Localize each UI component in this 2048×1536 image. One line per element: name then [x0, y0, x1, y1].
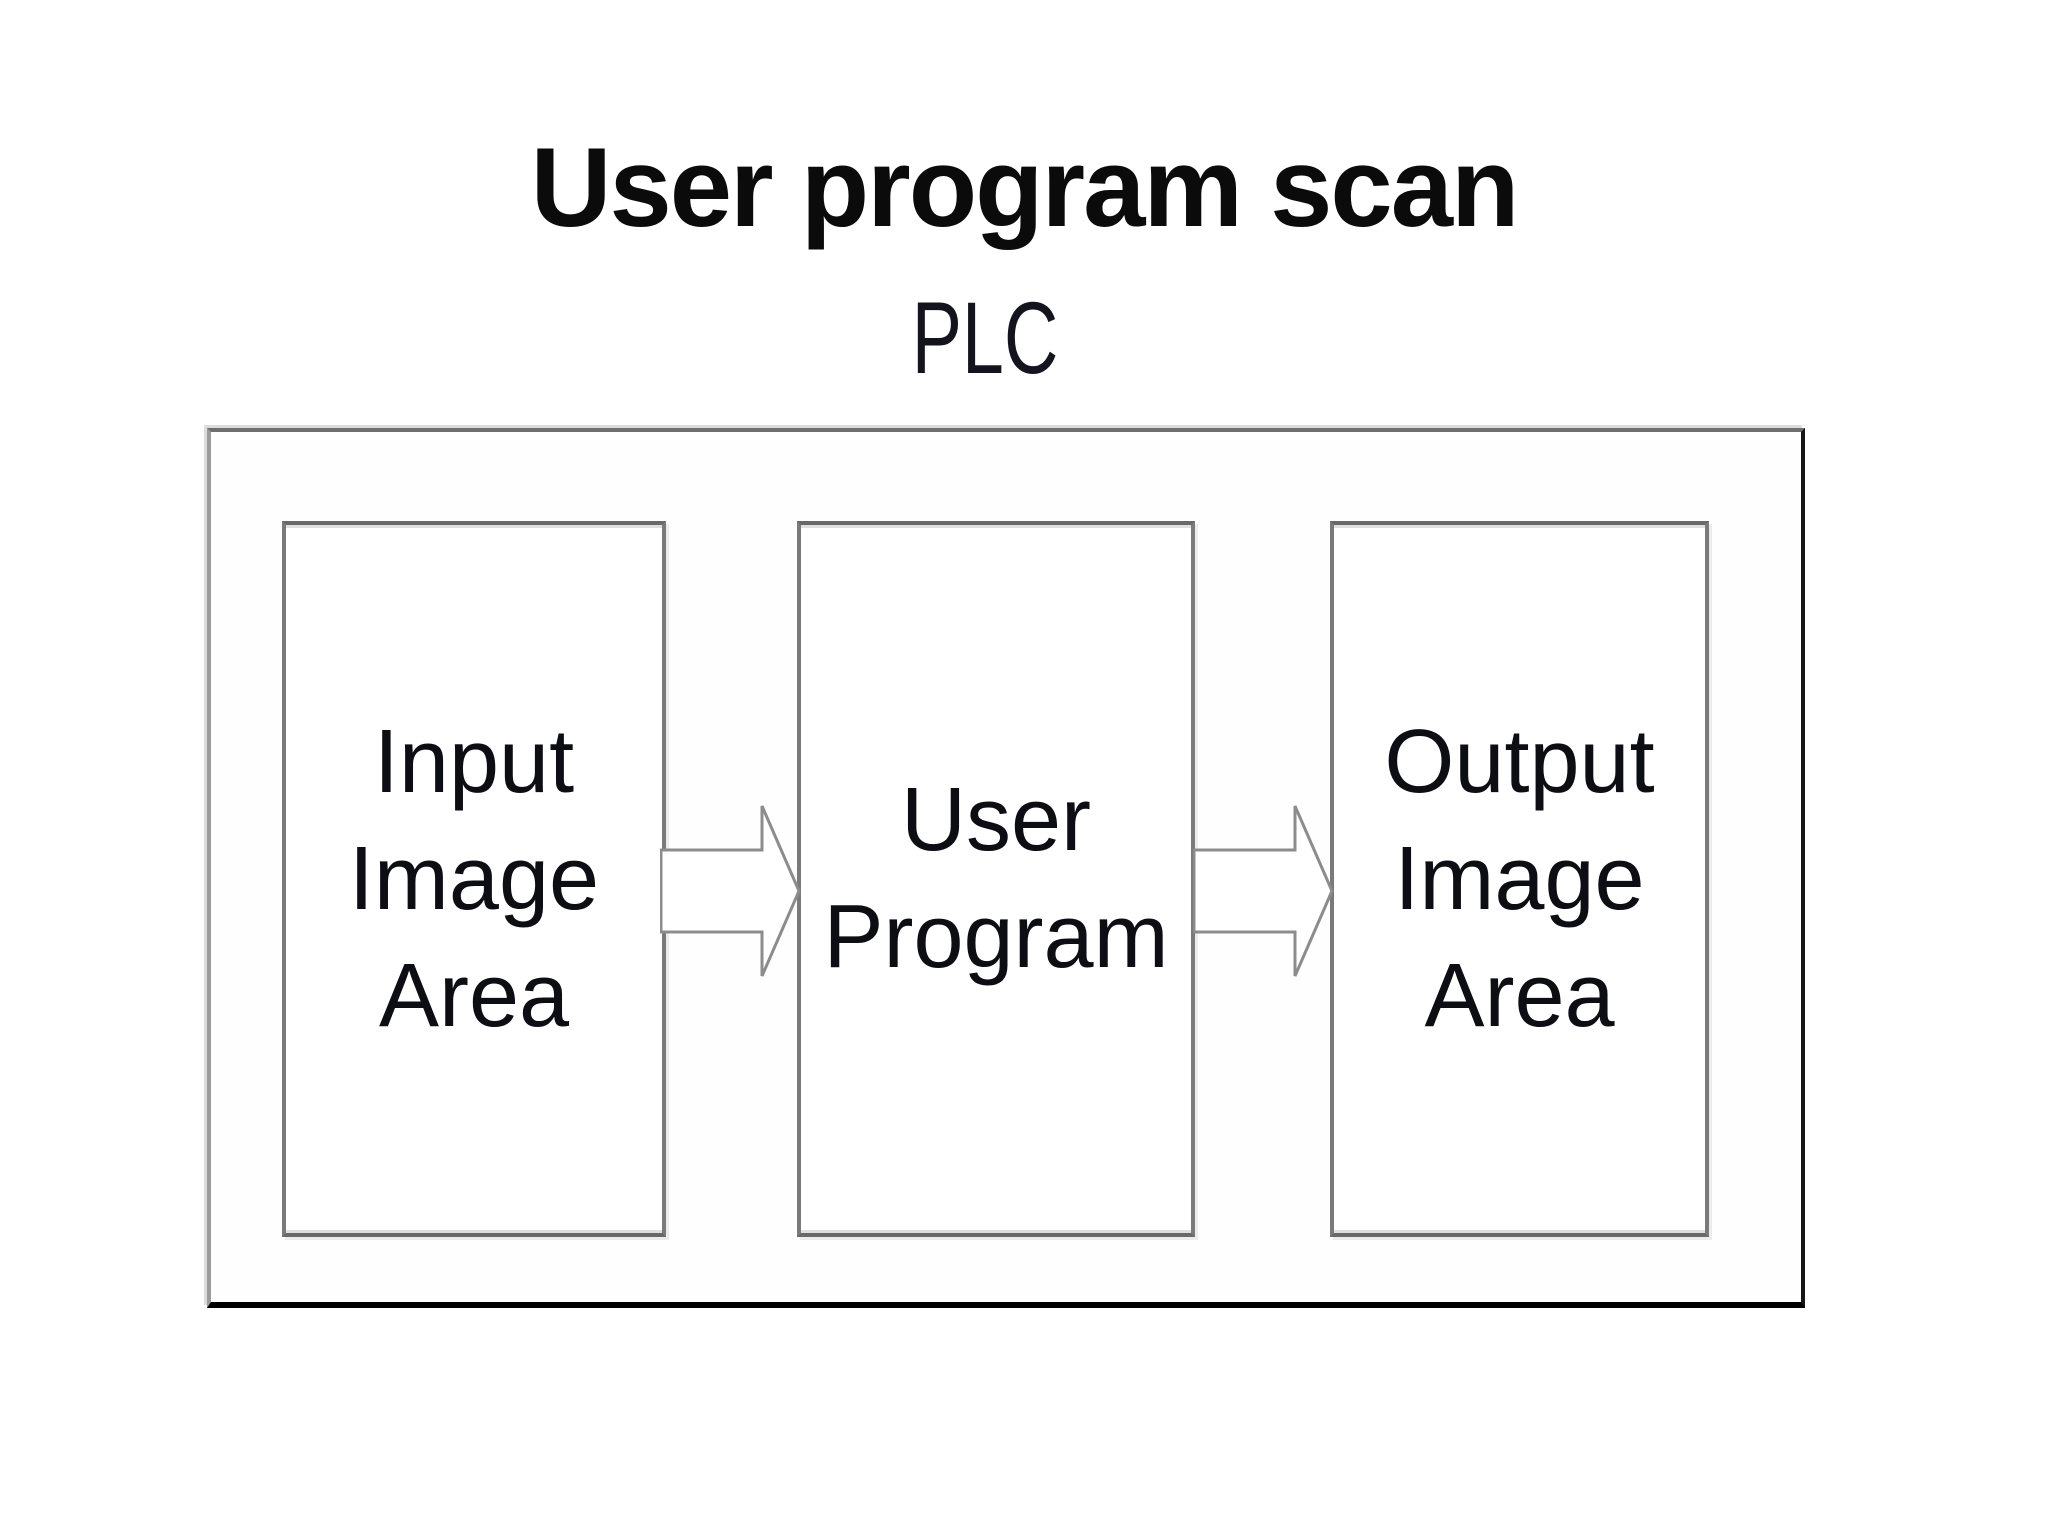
plc-label: PLC	[911, 281, 1059, 395]
label-line: User	[900, 770, 1091, 870]
label-line: Area	[1424, 945, 1615, 1046]
user-program-box: User Program	[797, 521, 1195, 1237]
label-line: Program	[823, 887, 1169, 987]
output-image-area-box: Output Image Area	[1330, 521, 1709, 1237]
user-program-label: User Program	[823, 762, 1168, 996]
input-image-area-box: Input Image Area	[282, 521, 666, 1237]
label-line: Area	[378, 945, 570, 1046]
page-title: User program scan	[530, 125, 1520, 250]
label-line: Output	[1384, 711, 1655, 812]
output-image-area-label: Output Image Area	[1384, 704, 1654, 1055]
right-block-arrow-icon	[660, 805, 801, 977]
label-line: Image	[348, 828, 600, 929]
label-line: Input	[373, 711, 575, 812]
label-line: Image	[1394, 828, 1645, 929]
input-image-area-label: Input Image Area	[349, 704, 599, 1055]
right-block-arrow-icon	[1193, 805, 1334, 977]
